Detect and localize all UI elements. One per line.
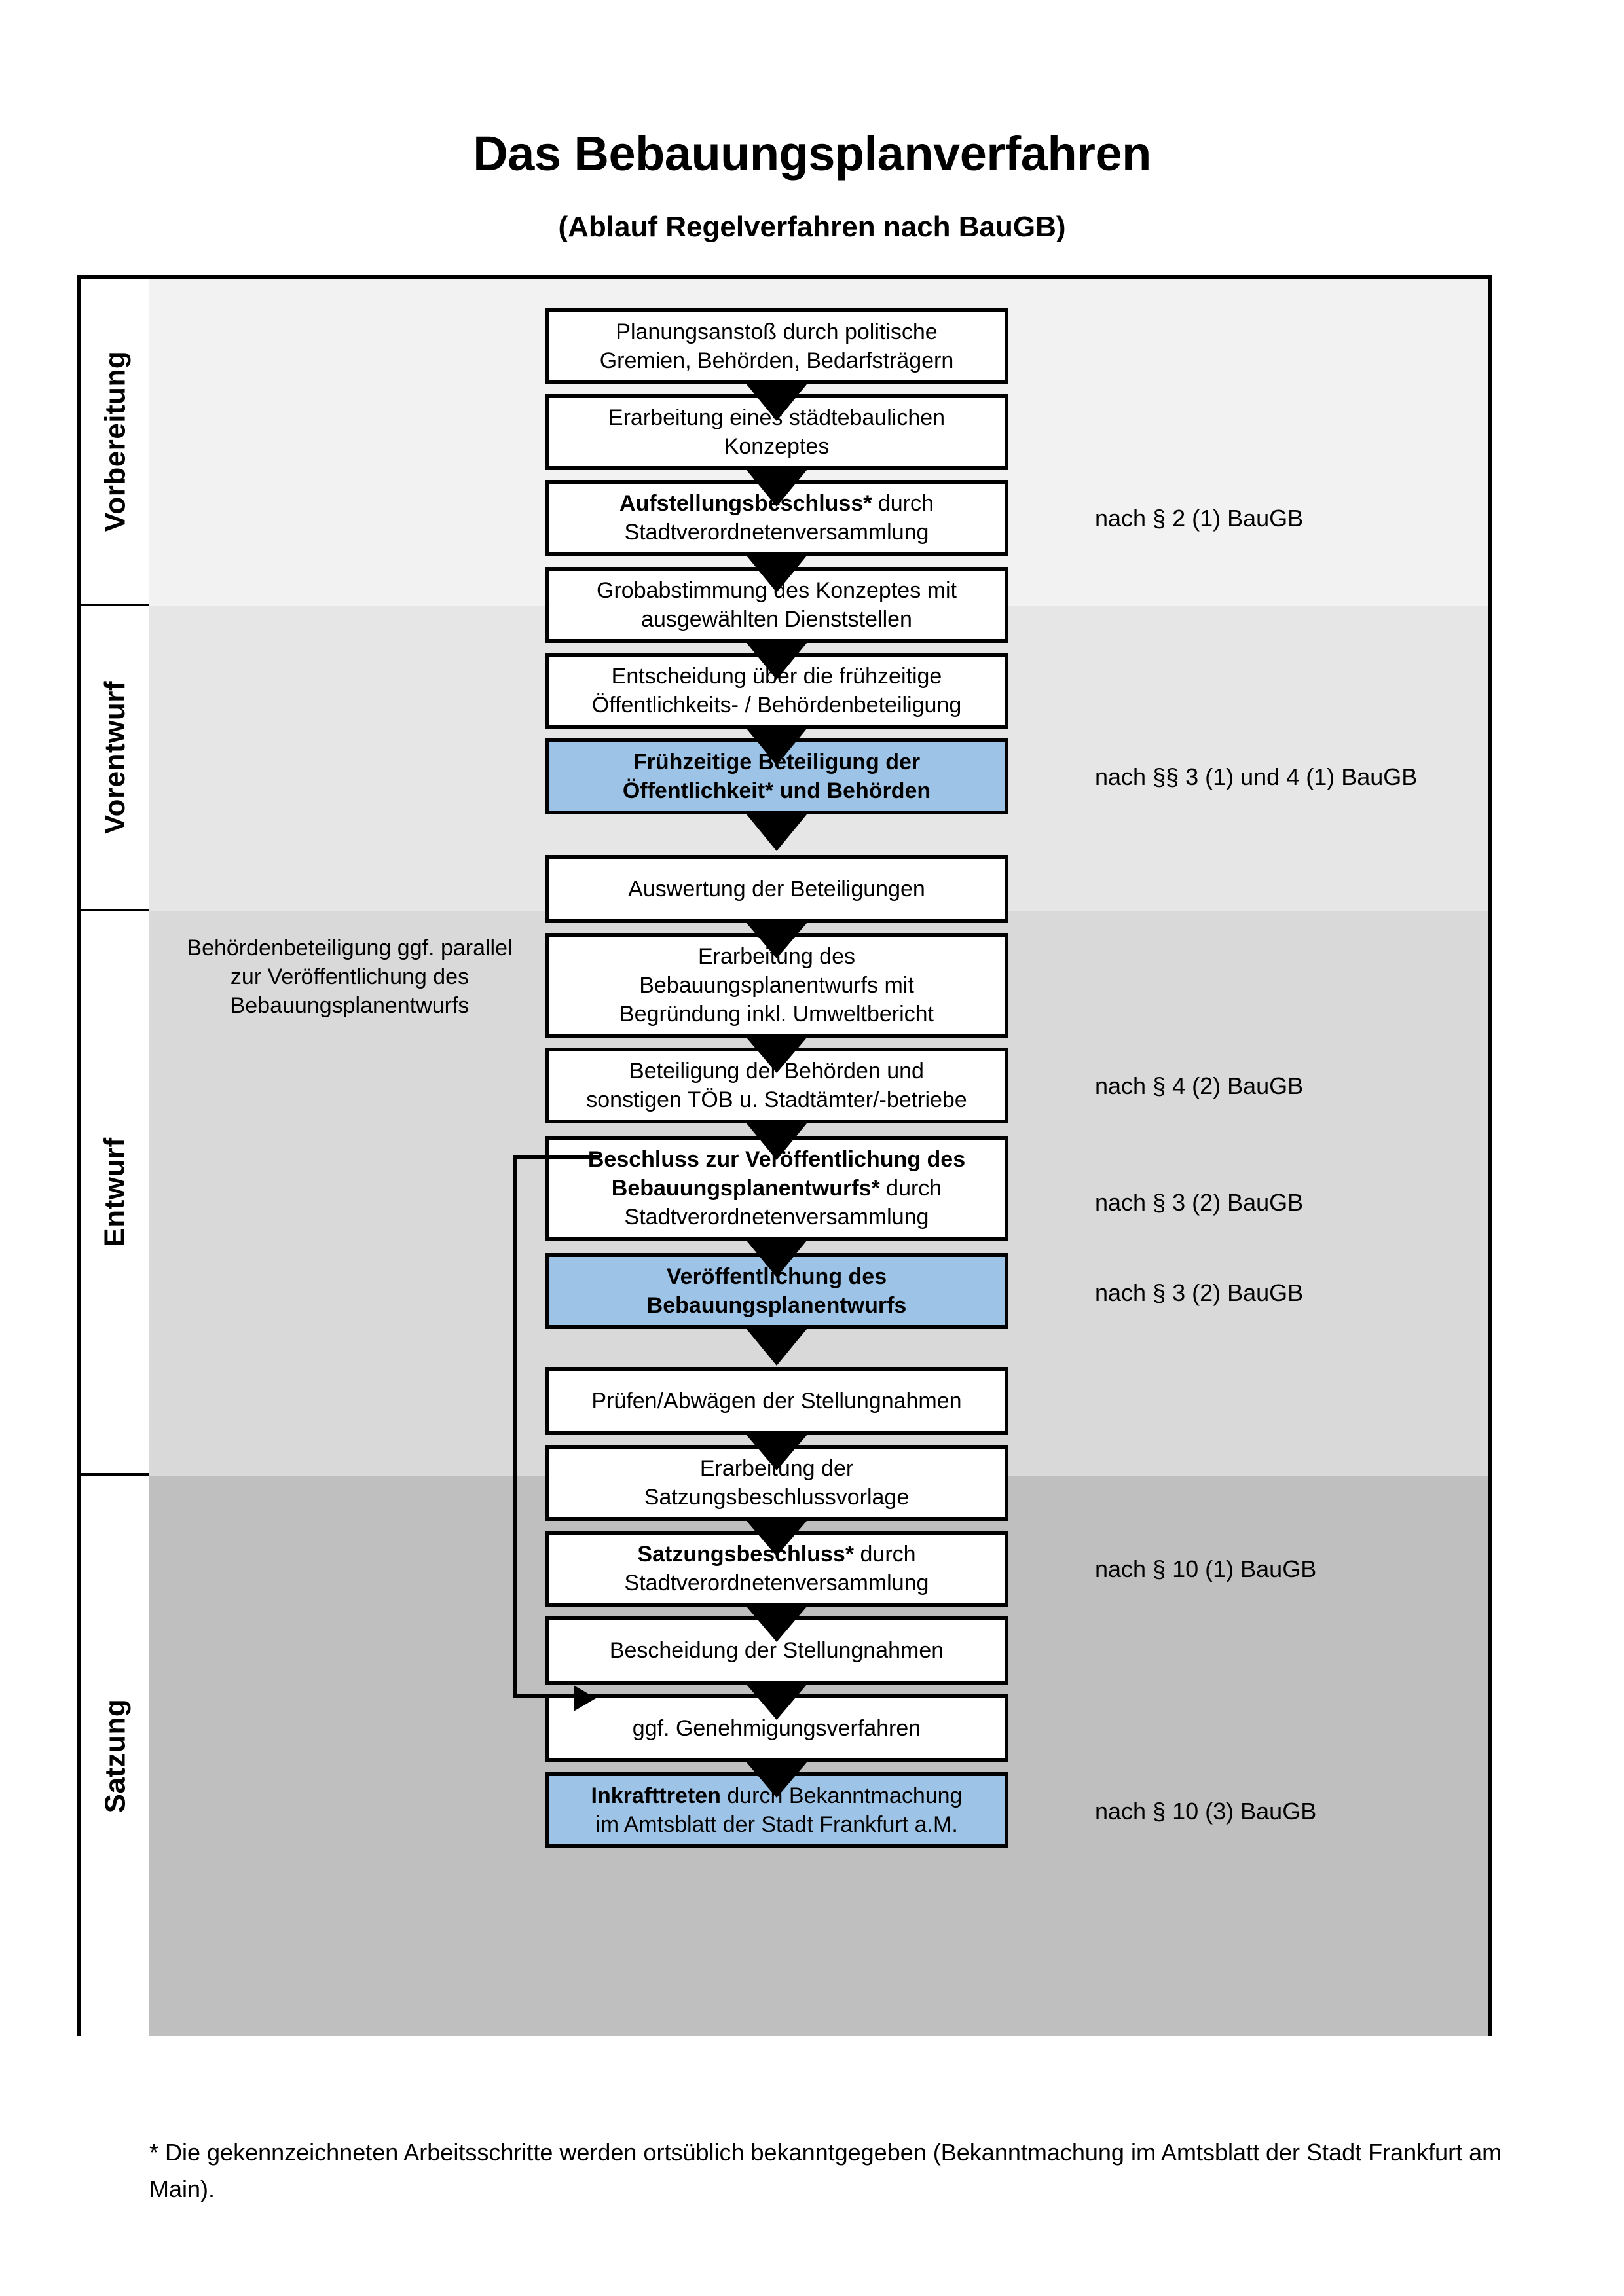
footnote: * Die gekennzeichneten Arbeitsschritte w… <box>149 2139 1502 2202</box>
flow-arrow-14 <box>747 1607 807 1642</box>
side-note-line-1: Behördenbeteiligung <box>187 936 392 960</box>
step-box-5[interactable]: Entscheidung über die frühzeitige Öffent… <box>545 653 1008 729</box>
side-note-line-4: Bebauungsplanentwurfs <box>230 993 470 1019</box>
step-box-7[interactable]: Auswertung der Beteiligungen <box>545 855 1008 923</box>
step-box-12[interactable]: Prüfen/Abwägen der Stellungnahmen <box>545 1367 1008 1435</box>
step-line: Bebauungsplanentwurfs mit <box>639 972 914 998</box>
reference-baugb-5: nach § 3 (2) BauGB <box>1095 1279 1304 1306</box>
step-line: Satzungsbeschlussvorlage <box>644 1485 910 1510</box>
flow-arrow-13 <box>747 1521 807 1556</box>
step-line: Gremien, Behörden, Bedarfsträgern <box>599 348 954 373</box>
reference-baugb-7: nach § 10 (3) BauGB <box>1095 1798 1317 1825</box>
page-subtitle: (Ablauf Regelverfahren nach BauGB) <box>558 211 1066 243</box>
side-note-behoerdenbeteiligung: Behördenbeteiligung ggf. parallel zur Ve… <box>186 934 513 1021</box>
flow-arrow-11 <box>747 1329 807 1366</box>
phase-label-vorentwurf: Vorentwurf <box>81 606 149 911</box>
step-line: Stadtverordnetenversammlung <box>624 1571 929 1595</box>
step-box-16[interactable]: ggf. Genehmigungsverfahren <box>545 1694 1008 1762</box>
step-line: Satzungsbeschluss* durch <box>625 1540 929 1569</box>
step-line: ggf. Genehmigungsverfahren <box>632 1715 921 1741</box>
flow-arrow-3 <box>747 556 807 592</box>
flow-arrow-4 <box>747 643 807 680</box>
step-line: Planungsanstoß durch politische <box>616 319 938 344</box>
flow-arrow-16 <box>747 1762 807 1798</box>
flow-arrow-5 <box>747 729 807 765</box>
phase-label-satzung: Satzung <box>81 1476 149 2036</box>
step-line: Prüfen/Abwägen der Stellungnahmen <box>591 1388 962 1413</box>
flow-arrow-9 <box>747 1123 807 1160</box>
step-line: im Amtsblatt der Stadt Frankfurt a.M. <box>595 1812 958 1837</box>
step-line: Begründung inkl. Umweltbericht <box>619 1002 934 1027</box>
step-line-bold: Satzungsbeschluss* <box>637 1541 855 1567</box>
phase-label-text: Entwurf <box>99 1137 132 1247</box>
phase-label-column: Vorbereitung Vorentwurf Entwurf Satzung <box>81 279 149 2036</box>
phase-label-text: Vorbereitung <box>99 350 131 532</box>
step-box-1[interactable]: Planungsanstoß durch politische Gremien,… <box>545 308 1008 384</box>
step-line: Öffentlichkeits- / Behördenbeteiligung <box>591 693 962 718</box>
step-line: Auswertung der Beteiligungen <box>628 876 925 902</box>
step-box-13[interactable]: Erarbeitung der Satzungsbeschlussvorlage <box>545 1445 1008 1521</box>
flow-arrow-7 <box>747 923 807 958</box>
step-line: Konzeptes <box>724 434 830 459</box>
step-line-bold: Bebauungsplanentwurfs* <box>611 1175 880 1201</box>
reference-baugb-3: nach § 4 (2) BauGB <box>1095 1072 1304 1099</box>
reference-baugb-1: nach § 2 (1) BauGB <box>1095 505 1304 532</box>
step-line: Bescheidung der Stellungnahmen <box>609 1637 944 1663</box>
flow-arrow-2 <box>747 470 807 507</box>
step-line-rest: durch <box>854 1541 916 1567</box>
flow-arrow-10 <box>747 1241 807 1277</box>
flow-arrow-12 <box>747 1435 807 1470</box>
reference-baugb-2: nach §§ 3 (1) und 4 (1) BauGB <box>1095 763 1418 790</box>
phase-label-text: Satzung <box>99 1698 132 1813</box>
phase-label-text: Vorentwurf <box>99 681 131 834</box>
step-line-bold: Inkrafttreten <box>591 1783 721 1808</box>
step-line: Aufstellungsbeschluss* durch <box>619 489 934 518</box>
loop-bracket-connector <box>513 1155 599 1698</box>
step-line: Stadtverordnetenversammlung <box>624 520 929 545</box>
flow-arrow-1 <box>747 384 807 421</box>
step-line: ausgewählten Dienststellen <box>641 607 912 632</box>
flow-arrow-6 <box>747 814 807 851</box>
phase-label-vorbereitung: Vorbereitung <box>81 279 149 606</box>
step-line: sonstigen TÖB u. Stadtämter/-betriebe <box>586 1087 967 1112</box>
diagram-frame: Vorbereitung Vorentwurf Entwurf Satzung … <box>77 275 1492 2036</box>
reference-baugb-4: nach § 3 (2) BauGB <box>1095 1189 1304 1216</box>
flow-arrow-15 <box>747 1685 807 1720</box>
side-note-line-3: Veröffentlichung des <box>267 964 470 990</box>
step-line: Bebauungsplanentwurfs* durch <box>611 1175 942 1201</box>
side-note-line-2: ggf. parallel zur <box>230 936 513 990</box>
flow-arrow-8 <box>747 1038 807 1073</box>
step-line-bold: Aufstellungsbeschluss* <box>619 490 872 516</box>
reference-baugb-6: nach § 10 (1) BauGB <box>1095 1556 1317 1582</box>
step-line-rest: durch <box>872 490 934 516</box>
step-line: Stadtverordnetenversammlung <box>624 1205 929 1230</box>
phase-label-entwurf: Entwurf <box>81 911 149 1476</box>
step-line: Bebauungsplanentwurfs <box>646 1293 907 1318</box>
page-title: Das Bebauungsplanverfahren <box>473 126 1151 181</box>
loop-bracket-arrowhead <box>574 1685 596 1711</box>
step-line: Öffentlichkeit* und Behörden <box>622 778 931 803</box>
